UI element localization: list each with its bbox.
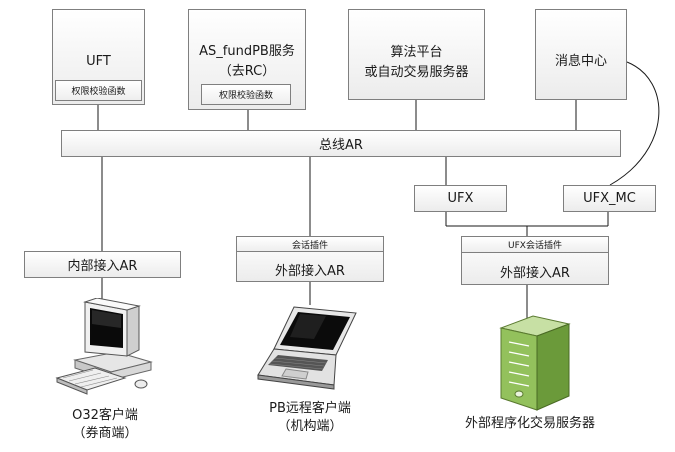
algo-platform-box: 算法平台 或自动交易服务器 — [348, 9, 485, 100]
algo-platform-line2: 或自动交易服务器 — [364, 65, 469, 80]
message-center-box: 消息中心 — [535, 9, 627, 100]
as-fundpb-box: AS_fundPB服务 （去RC） 权限校验函数 — [188, 9, 306, 110]
o32-client-label: O32客户端 （券商端） — [40, 407, 170, 443]
algo-platform-line1: 算法平台 — [390, 45, 443, 60]
ufx-session-plugin: UFX会话插件 — [461, 236, 609, 253]
uft-title: UFT — [86, 54, 111, 69]
o32-client-line1: O32客户端 — [72, 408, 138, 423]
pb-client-line1: PB远程客户端 — [269, 401, 351, 416]
uft-permission-check: 权限校验函数 — [55, 80, 142, 101]
as-fundpb-subtitle: （去RC） — [218, 64, 276, 79]
uft-box: UFT 权限校验函数 — [52, 9, 145, 105]
bus-ar: 总线AR — [61, 130, 621, 157]
message-center-title: 消息中心 — [554, 54, 607, 69]
session-plugin: 会话插件 — [236, 236, 384, 252]
ufx-box: UFX — [414, 185, 507, 212]
desktop-computer-icon — [55, 298, 153, 395]
as-fundpb-title: AS_fundPB服务 — [199, 44, 295, 59]
laptop-icon — [257, 306, 357, 390]
pb-client-label: PB远程客户端 （机构端） — [240, 400, 380, 436]
external-trading-server-label: 外部程序化交易服务器 — [464, 416, 595, 431]
internal-access-ar: 内部接入AR — [24, 251, 181, 278]
ufx-mc-box: UFX_MC — [563, 185, 656, 212]
server-tower-icon — [499, 315, 571, 411]
external-access-ar-pb-label: 外部接入AR — [275, 264, 345, 279]
external-access-ar-pb: 会话插件 外部接入AR — [236, 236, 384, 282]
as-fundpb-permission-check: 权限校验函数 — [201, 84, 291, 105]
external-access-ar-ufx: UFX会话插件 外部接入AR — [461, 236, 609, 285]
external-access-ar-ufx-label: 外部接入AR — [500, 266, 570, 281]
pb-client-line2: （机构端） — [277, 419, 343, 434]
o32-client-line2: （券商端） — [72, 426, 138, 441]
